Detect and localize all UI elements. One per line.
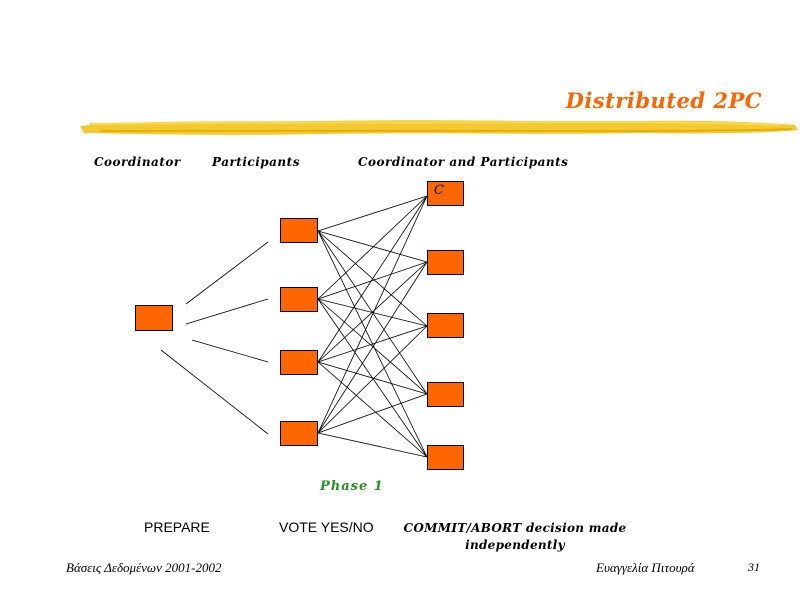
participant-node-4 [280, 421, 318, 446]
slide-title: Distributed 2PC [565, 88, 762, 113]
participant-decision-node-4 [427, 445, 464, 470]
step-vote: VOTE YES/NO [279, 519, 374, 535]
step-prepare: PREPARE [144, 519, 210, 535]
page-number: 31 [748, 560, 760, 574]
step-decision-line1: COMMIT/ABORT decision made [403, 521, 627, 535]
footer-course: Βάσεις Δεδομένων 2001-2002 [66, 560, 222, 575]
coordinator-node [135, 305, 173, 331]
prepare-line [191, 339, 269, 363]
column-label-coordinator: Coordinator [94, 155, 181, 169]
title-underline-brush [80, 120, 798, 135]
footer-author: Ευαγγελία Πιτουρά [596, 560, 695, 575]
participant-node-3 [280, 350, 318, 375]
phase-label: Phase 1 [320, 479, 384, 494]
column-label-participants: Participants [212, 155, 300, 169]
step-decision-line2: independently [465, 538, 565, 552]
participant-decision-node-2 [427, 313, 464, 338]
prepare-line [185, 298, 269, 325]
participant-decision-node-1 [427, 250, 464, 275]
prepare-line [185, 241, 269, 305]
participant-node-1 [280, 218, 318, 243]
vote-lines [317, 195, 428, 458]
participant-node-2 [280, 287, 318, 312]
coordinator-decision-node: C [427, 181, 464, 206]
step-decision: COMMIT/ABORT decision made independently [395, 520, 635, 554]
participant-decision-node-3 [427, 382, 464, 407]
prepare-line [160, 349, 269, 435]
coordinator-node-label: C [434, 183, 444, 198]
column-label-coordinator-and-participants: Coordinator and Participants [358, 155, 569, 169]
